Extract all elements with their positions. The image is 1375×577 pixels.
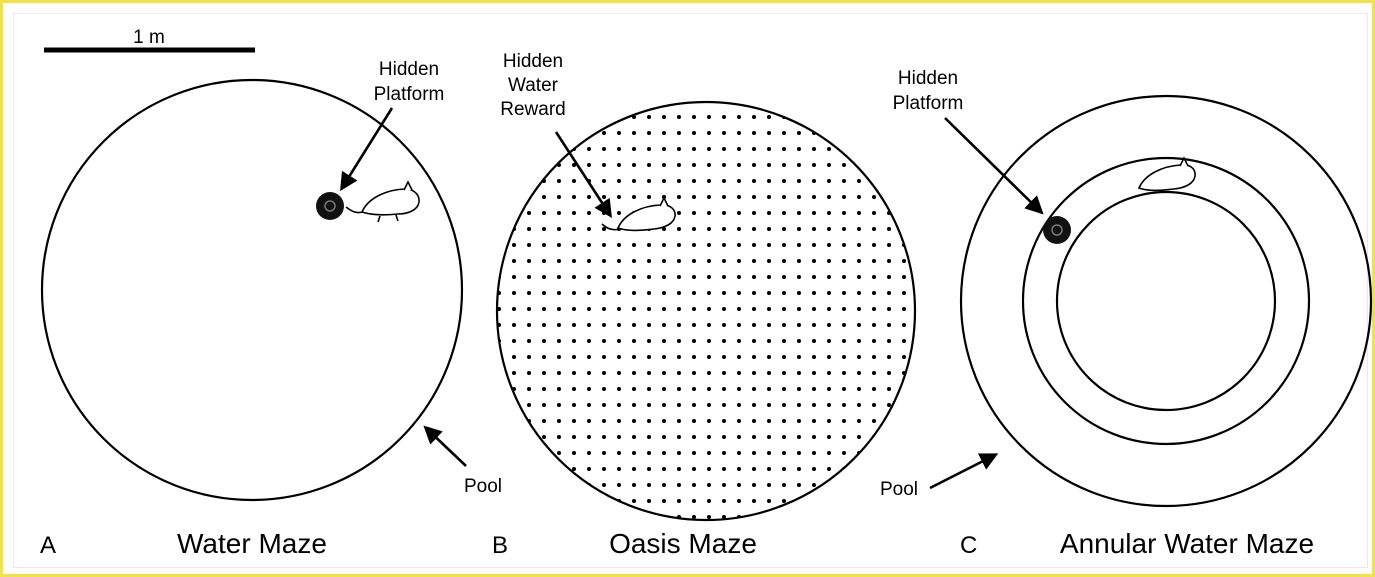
reward-label-line3: Reward	[500, 99, 565, 120]
platform-label-a-line1: Hidden	[379, 59, 439, 80]
caption-oasis-maze: Oasis Maze	[609, 528, 757, 559]
hidden-platform-c	[1043, 216, 1071, 244]
hidden-platform-a	[316, 192, 344, 220]
pool-label-a: Pool	[464, 476, 502, 497]
panel-letter-c: C	[960, 532, 977, 559]
scale-bar-label: 1 m	[133, 27, 165, 48]
panel-b: Hidden Water Reward B Oasis Maze	[490, 51, 930, 559]
panel-letter-b: B	[492, 532, 508, 559]
panel-letter-a: A	[40, 532, 56, 559]
platform-label-c-line1: Hidden	[898, 68, 958, 89]
water-maze-pool	[42, 80, 462, 500]
pool-label-c: Pool	[880, 479, 918, 500]
caption-water-maze: Water Maze	[177, 528, 327, 559]
rat-icon-c	[1139, 158, 1195, 190]
pool-arrow-a	[426, 428, 466, 466]
platform-label-a-line2: Platform	[374, 84, 445, 105]
platform-arrow-a	[342, 108, 392, 188]
scale-bar: 1 m	[44, 27, 255, 50]
panel-a: Hidden Platform Pool A Water Maze	[40, 59, 502, 559]
platform-label-c-line2: Platform	[893, 93, 964, 114]
annulus-inner-ring	[1057, 192, 1275, 410]
panel-c: Hidden Platform Pool C Annular Water Maz…	[880, 68, 1371, 559]
reward-label-line1: Hidden	[503, 51, 563, 72]
platform-arrow-c	[945, 118, 1041, 212]
annulus-outer-ring	[1023, 158, 1309, 444]
oasis-dot-pattern	[490, 95, 930, 525]
reward-label-line2: Water	[508, 75, 559, 96]
pool-arrow-c	[930, 455, 995, 488]
caption-annular-water-maze: Annular Water Maze	[1060, 528, 1314, 559]
rat-icon-a	[346, 182, 419, 222]
